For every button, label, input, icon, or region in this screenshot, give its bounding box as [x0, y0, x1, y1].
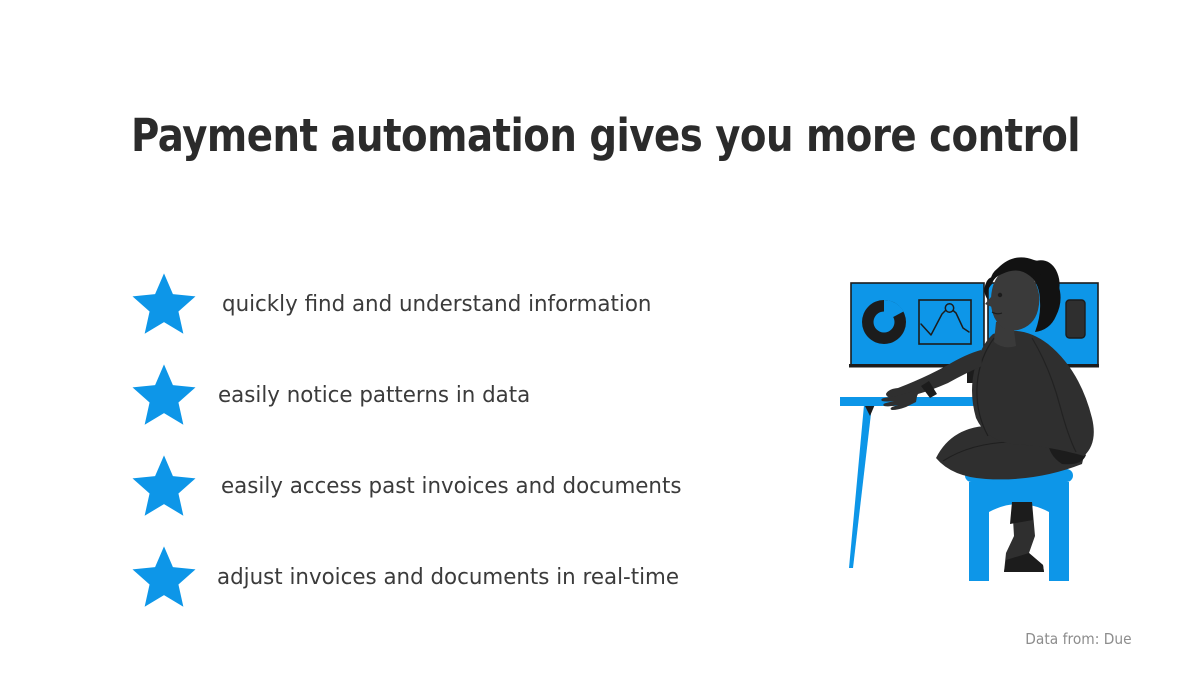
list-item-label: quickly find and understand information — [222, 290, 652, 317]
person-group — [881, 257, 1094, 572]
star-icon — [132, 546, 196, 607]
person-shoe — [1004, 553, 1044, 572]
desk-leg — [849, 405, 872, 568]
person-sideburn — [984, 277, 992, 300]
person-face — [990, 269, 1040, 331]
person-eye — [997, 292, 1003, 298]
list-item: easily notice patterns in data — [131, 349, 831, 440]
list-item: adjust invoices and documents in real-ti… — [131, 531, 831, 622]
stool-legs — [969, 482, 1069, 581]
list-item: quickly find and understand information — [131, 258, 831, 349]
line-chart-icon — [918, 299, 972, 345]
person-shoe-shadow — [1010, 502, 1033, 524]
star-icon — [132, 273, 196, 334]
left-monitor-group — [849, 282, 986, 383]
desk-group — [840, 397, 1015, 568]
person-arm — [886, 350, 982, 400]
person-hand — [881, 390, 918, 410]
person-at-desk-illustration — [836, 250, 1120, 590]
desk-top — [840, 397, 1015, 406]
person-hair — [990, 257, 1061, 332]
list-item: easily access past invoices and document… — [131, 440, 831, 531]
donut-chart-icon — [862, 299, 906, 344]
list-item-label: easily notice patterns in data — [218, 381, 531, 408]
list-item-label: adjust invoices and documents in real-ti… — [217, 563, 680, 590]
monitor-panel-icon — [1065, 299, 1086, 339]
list-item-label: easily access past invoices and document… — [221, 472, 682, 499]
page-title: Payment automation gives you more contro… — [131, 109, 1081, 162]
star-icon — [132, 364, 196, 425]
source-attribution: Data from: Due — [1025, 630, 1132, 648]
person-cuff — [921, 381, 937, 398]
benefit-list: quickly find and understand information … — [131, 258, 831, 622]
star-icon — [132, 455, 196, 516]
person-torso — [972, 330, 1094, 456]
